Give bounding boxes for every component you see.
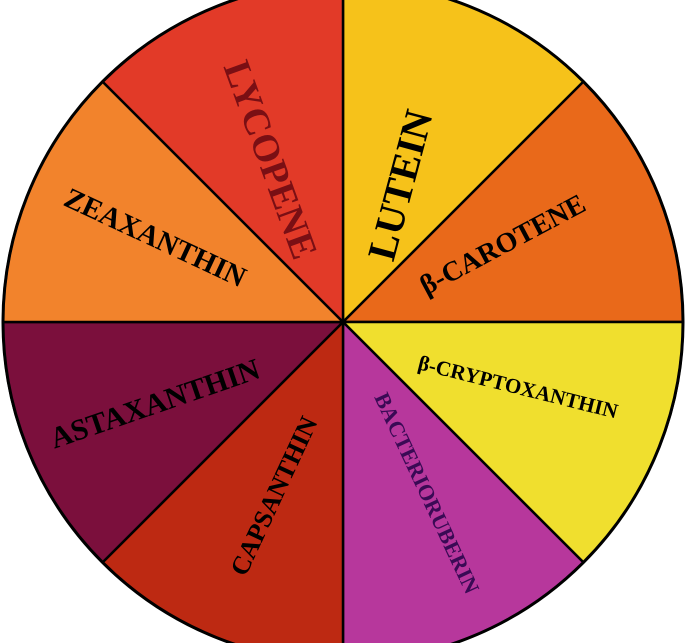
- carotenoid-wheel: LUTEINβ-CAROTENEβ-CRYPTOXANTHINBACTERIOR…: [1, 0, 685, 643]
- wheel-rim: [1, 0, 685, 643]
